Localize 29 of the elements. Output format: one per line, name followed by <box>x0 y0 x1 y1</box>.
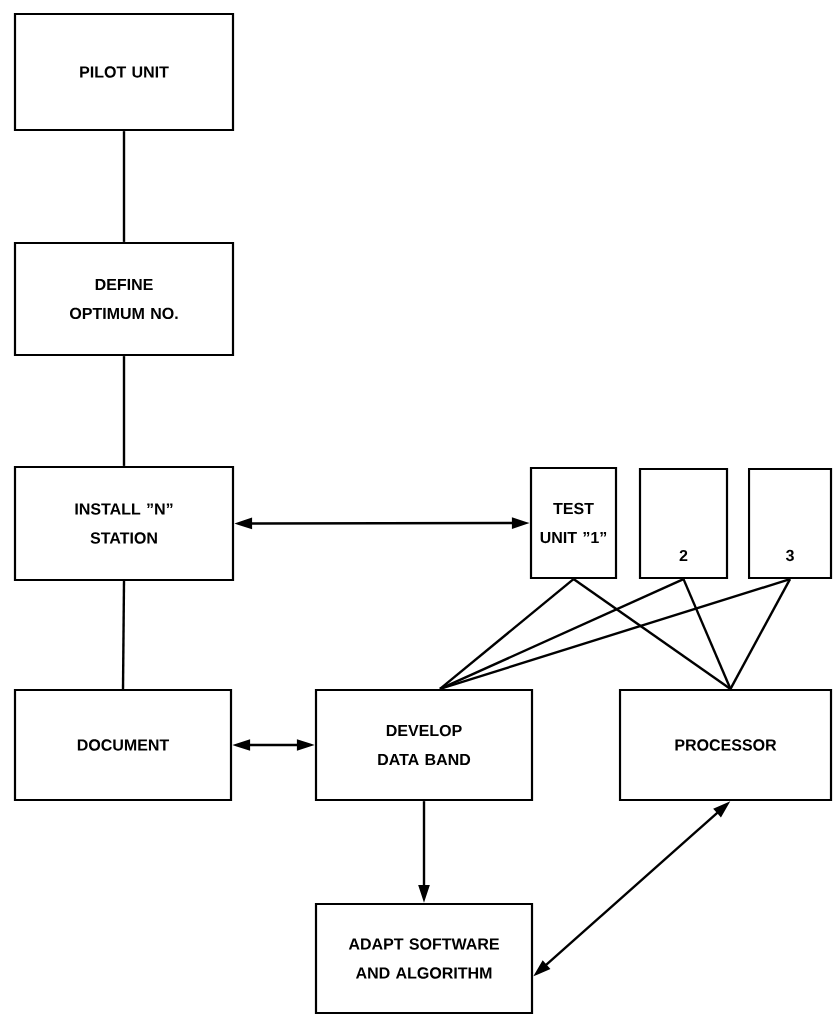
box-label: DOCUMENT <box>77 739 170 751</box>
box-label: INSTALL ”N” STATION <box>75 503 173 544</box>
box-label: DEFINE OPTIMUM NO. <box>70 278 178 320</box>
connector-line <box>439 577 791 691</box>
process-box <box>13 12 235 132</box>
process-box <box>13 688 233 802</box>
connector-line <box>439 578 575 690</box>
connector-line <box>572 578 732 690</box>
process-box <box>314 688 534 802</box>
connector-line <box>682 578 732 690</box>
connector-line <box>439 578 684 690</box>
box-label: ADAPT SOFTWARE AND ALGORITHM <box>348 938 499 979</box>
box-label: 2 <box>679 549 688 562</box>
box-label: PILOT UNIT <box>80 66 169 78</box>
process-box <box>638 467 729 580</box>
box-label: DEVELOP DATA BAND <box>378 724 471 766</box>
process-box <box>618 688 833 802</box>
box-label: PROCESSOR <box>675 739 777 751</box>
box-label: 3 <box>785 549 794 562</box>
process-box <box>747 467 833 580</box>
connector-line <box>121 581 126 689</box>
connector-line <box>122 131 126 242</box>
box-label: TEST UNIT ”1” <box>540 502 607 544</box>
process-box <box>13 465 235 582</box>
connector-line <box>729 578 792 690</box>
process-box <box>314 902 534 1015</box>
connector-line <box>122 356 126 466</box>
process-box <box>13 241 235 357</box>
process-box <box>529 466 618 580</box>
